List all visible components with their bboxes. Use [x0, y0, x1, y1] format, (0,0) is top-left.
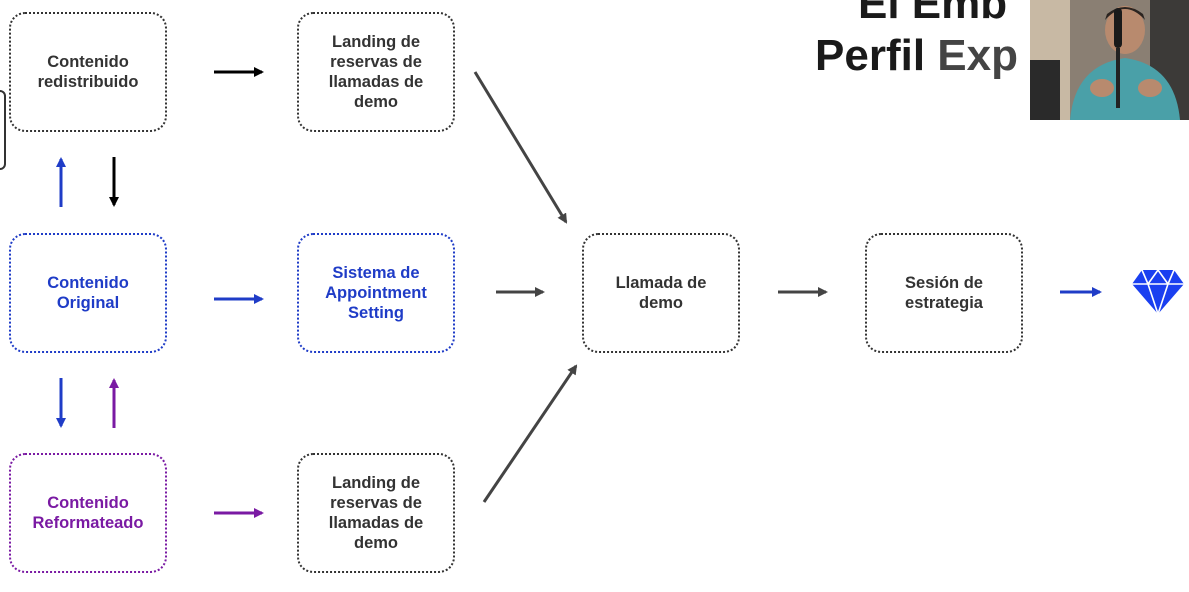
presenter-image — [1030, 0, 1189, 120]
left-edge-bracket — [0, 90, 6, 170]
title-word-perfil: Perfil — [815, 31, 926, 80]
title-word-exp: Exp — [937, 31, 1018, 80]
webcam-presenter — [1030, 0, 1189, 120]
slide-title-line2: Perfil Exp — [815, 34, 1018, 78]
box-reformatted-content: Contenido Reformateado — [9, 453, 167, 573]
box-original-content: Contenido Original — [9, 233, 167, 353]
box-redistributed-content: Contenido redistribuido — [9, 12, 167, 132]
box-appointment-setting: Sistema de Appointment Setting — [297, 233, 455, 353]
box-demo-call: Llamada de demo — [582, 233, 740, 353]
arrow-landing-top-to-demo — [473, 71, 568, 224]
box-landing-bottom: Landing de reservas de llamadas de demo — [297, 453, 455, 573]
arrow-landing-bottom-to-demo — [482, 364, 578, 503]
diamond-icon — [1132, 269, 1184, 315]
box-strategy-session: Sesión de estrategia — [865, 233, 1023, 353]
box-landing-top: Landing de reservas de llamadas de demo — [297, 12, 455, 132]
slide-title-line1: El Emb — [858, 0, 1008, 28]
